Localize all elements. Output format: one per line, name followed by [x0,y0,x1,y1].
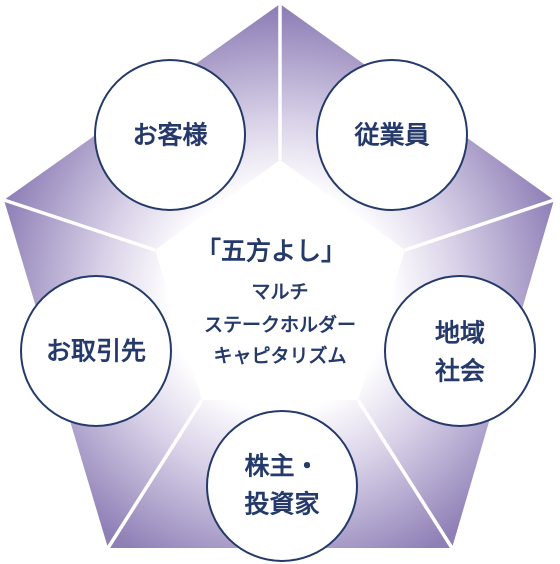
stakeholder-business-partners-circle [20,275,172,427]
stakeholder-employees: 従業員 [316,59,468,211]
stakeholder-shareholders-investors-circle [206,410,358,562]
stakeholder-customers-label: お客様 [132,121,208,150]
center-title: 「五方よし」 [196,237,346,266]
stakeholder-local-community-label-line-2: 社会 [435,357,485,386]
stakeholder-customers: お客様 [94,59,246,211]
stakeholder-shareholders-investors-label-line-2: 投資家 [244,490,319,519]
center-subtitle-line-3: キャピタリズム [213,344,346,367]
center-subtitle-line-2: ステークホルダー [204,313,356,336]
center-subtitle-line-1: マルチ [251,281,308,303]
stakeholder-shareholders-investors: 株主・ 投資家 [206,410,358,562]
pentagon-spokes [3,4,555,549]
stakeholder-local-community: 地域 社会 [384,275,536,427]
stakeholder-business-partners-label: お取引先 [46,337,146,366]
stakeholder-customers-circle [94,59,246,211]
stakeholder-business-partners: お取引先 [20,275,172,427]
center-pentagon [155,160,405,400]
stakeholder-shareholders-investors-label-line-1: 株主・ [244,452,319,481]
stakeholder-local-community-label-line-1: 地域 [435,319,485,348]
stakeholder-local-community-circle [384,275,536,427]
center-text: 「五方よし」 マルチ ステークホルダー キャピタリズム [196,237,356,368]
stakeholder-employees-circle [316,59,468,211]
stakeholder-employees-label: 従業員 [353,121,429,150]
